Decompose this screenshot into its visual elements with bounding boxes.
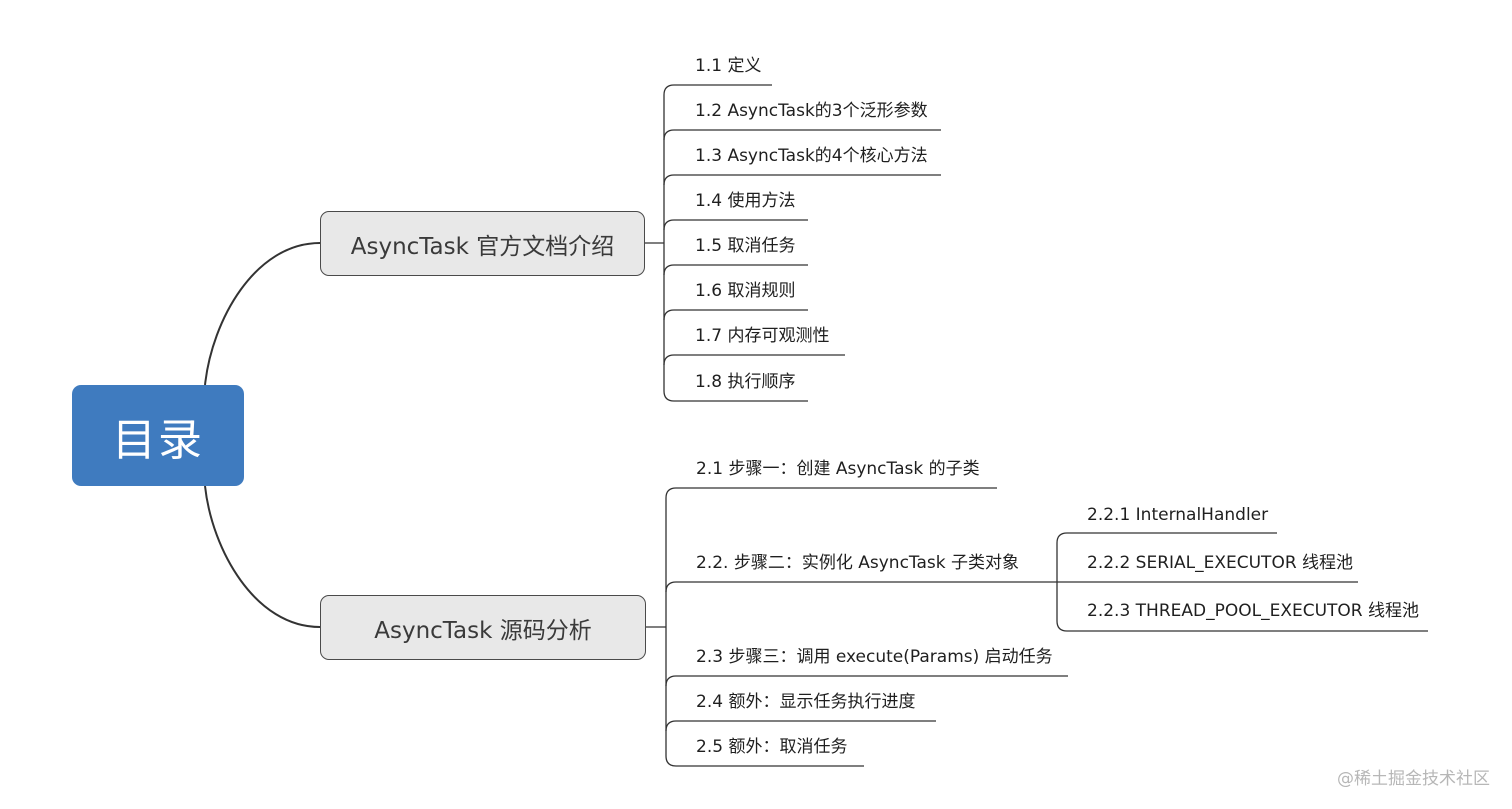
leaf-2-2-1[interactable]: 2.2.1 InternalHandler	[1087, 505, 1269, 525]
branch-node-official-docs[interactable]: AsyncTask 官方文档介绍	[320, 211, 645, 276]
leaf-2-4[interactable]: 2.4 额外：显示任务执行进度	[696, 692, 916, 712]
watermark: @稀土掘金技术社区	[1337, 769, 1490, 789]
leaf-1-8[interactable]: 1.8 执行顺序	[695, 372, 796, 392]
leaf-1-6[interactable]: 1.6 取消规则	[695, 281, 796, 301]
root-label: 目录	[112, 414, 204, 466]
leaf-2-1[interactable]: 2.1 步骤一：创建 AsyncTask 的子类	[696, 459, 980, 479]
branch-node-source-analysis[interactable]: AsyncTask 源码分析	[320, 595, 646, 660]
leaf-1-2[interactable]: 1.2 AsyncTask的3个泛形参数	[695, 101, 928, 121]
root-to-branch-2-line	[204, 485, 321, 628]
leaf-1-1[interactable]: 1.1 定义	[695, 56, 762, 76]
leaf-2-5[interactable]: 2.5 额外：取消任务	[696, 737, 848, 757]
leaf-1-4[interactable]: 1.4 使用方法	[695, 191, 796, 211]
root-to-branch-1-line	[204, 242, 321, 386]
branch-label: AsyncTask 源码分析	[374, 617, 592, 644]
leaf-1-3[interactable]: 1.3 AsyncTask的4个核心方法	[695, 146, 928, 166]
leaf-1-7[interactable]: 1.7 内存可观测性	[695, 326, 830, 346]
leaf-1-5[interactable]: 1.5 取消任务	[695, 236, 796, 256]
leaf-2-3[interactable]: 2.3 步骤三：调用 execute(Params) 启动任务	[696, 647, 1053, 667]
root-node[interactable]: 目录	[72, 385, 244, 486]
branch-label: AsyncTask 官方文档介绍	[350, 233, 615, 260]
leaf-2-2-2[interactable]: 2.2.2 SERIAL_EXECUTOR 线程池	[1087, 553, 1354, 573]
leaf-2-2-3[interactable]: 2.2.3 THREAD_POOL_EXECUTOR 线程池	[1087, 601, 1420, 621]
leaf-2-2[interactable]: 2.2. 步骤二：实例化 AsyncTask 子类对象	[696, 553, 1020, 573]
